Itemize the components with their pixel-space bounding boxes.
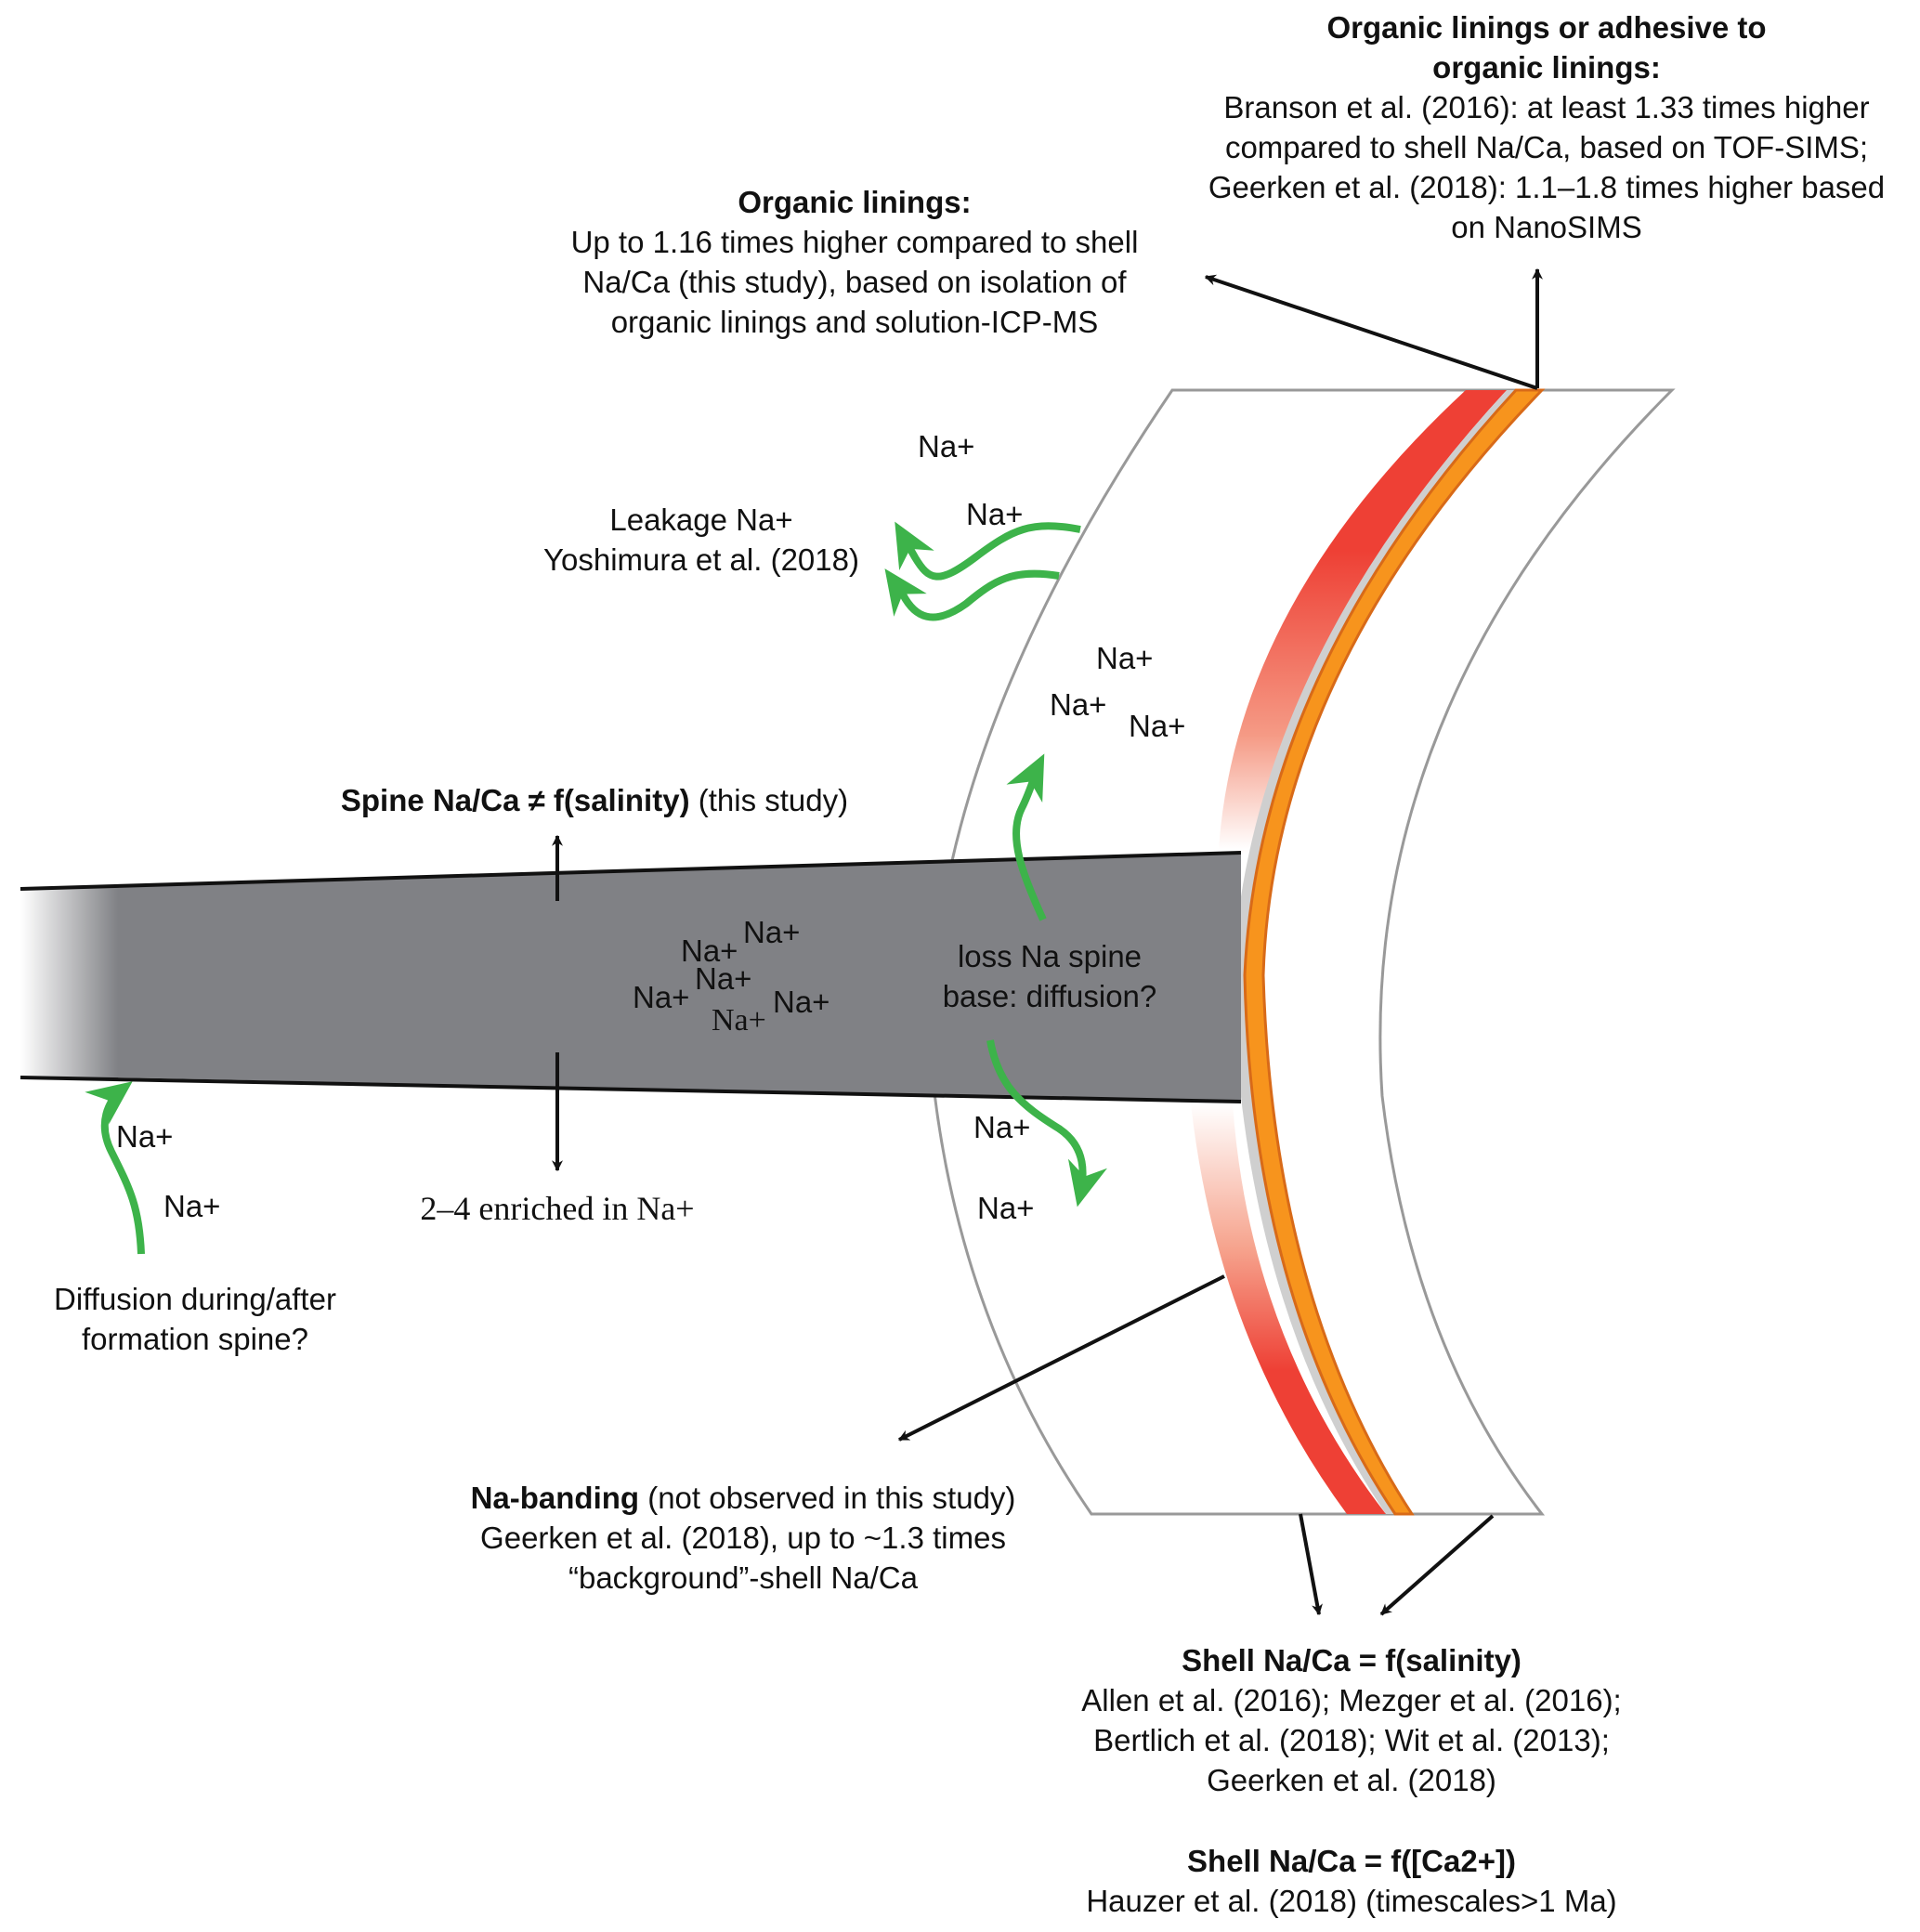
shell-salinity-annotation: Shell Na/Ca = f(salinity) Allen et al. (… (1045, 1640, 1658, 1800)
na-banding-line-1: Na-banding (not observed in this study) (427, 1478, 1059, 1518)
loss-na-line-1: loss Na spine (957, 939, 1143, 973)
shell-calcium-annotation: Shell Na/Ca = f([Ca2+]) Hauzer et al. (2… (1045, 1841, 1658, 1921)
ion-spine-4: Na+ (633, 980, 690, 1014)
organic-linings-annotation: Organic linings: Up to 1.16 times higher… (520, 182, 1189, 342)
organic-adhesive-line-2: compared to shell Na/Ca, based on TOF-SI… (1224, 130, 1869, 164)
spine-salinity-normal: (this study) (689, 783, 849, 817)
leakage-line-1: Leakage Na+ (609, 503, 793, 537)
shell-salinity-line-2: Bertlich et al. (2018); Wit et al. (2013… (1093, 1723, 1610, 1757)
diffusion-line-2: formation spine? (82, 1322, 308, 1356)
organic-adhesive-line-1: Branson et al. (2016): at least 1.33 tim… (1223, 90, 1870, 124)
na-banding-bold: Na-banding (470, 1481, 640, 1515)
ion-spine-3: Na+ (695, 961, 752, 996)
organic-adhesive-title-2: organic linings: (1432, 50, 1661, 85)
spine-top-edge (20, 851, 1242, 891)
arrow-shell-salinity-1 (1299, 1513, 1323, 1616)
ion-left-2: Na+ (163, 1189, 221, 1223)
diffusion-annotation: Diffusion during/after formation spine? (19, 1279, 372, 1359)
diffusion-line-1: Diffusion during/after (54, 1282, 336, 1316)
shell-salinity-line-1: Allen et al. (2016); Mezger et al. (2016… (1081, 1683, 1622, 1717)
leakage-annotation: Leakage Na+ Yoshimura et al. (2018) (520, 500, 882, 580)
ion-shell-cluster-2: Na+ (1050, 687, 1107, 722)
organic-adhesive-line-4: on NanoSIMS (1451, 210, 1642, 244)
na-banding-annotation: Na-banding (not observed in this study) … (427, 1478, 1059, 1598)
na-banding-normal: (not observed in this study) (639, 1481, 1016, 1515)
organic-linings-title: Organic linings: (738, 185, 972, 219)
leakage-line-2: Yoshimura et al. (2018) (543, 542, 859, 577)
green-arrow-leakage-2 (884, 568, 1060, 621)
ion-shell-cluster-1: Na+ (1096, 641, 1154, 675)
ion-shell-cluster-3: Na+ (1129, 709, 1186, 743)
green-arrow-diffusion (85, 1081, 145, 1255)
spine-bottom-edge (20, 1076, 1242, 1103)
spine-fade (20, 887, 118, 1078)
spine-salinity-bold: Spine Na/Ca ≠ f(salinity) (340, 783, 690, 817)
organic-adhesive-title-1: Organic linings or adhesive to (1326, 10, 1767, 45)
organic-linings-line-2: Na/Ca (this study), based on isolation o… (582, 265, 1127, 299)
ion-spine-5: Na+ (773, 985, 830, 1019)
ion-outside-top-1: Na+ (918, 429, 975, 463)
green-arrow-leakage-1 (895, 521, 1081, 581)
spine-salinity-annotation: Spine Na/Ca ≠ f(salinity) (this study) (279, 780, 910, 820)
organic-adhesive-annotation: Organic linings or adhesive to organic l… (1170, 7, 1920, 247)
loss-na-annotation: loss Na spine base: diffusion? (920, 936, 1180, 1016)
loss-na-line-2: base: diffusion? (942, 979, 1157, 1013)
organic-adhesive-line-3: Geerken et al. (2018): 1.1–1.8 times hig… (1208, 170, 1886, 204)
ion-spine-2: Na+ (681, 933, 738, 968)
ion-outside-top-2: Na+ (966, 497, 1024, 531)
ion-spine-6: Na+ (712, 1003, 766, 1038)
green-arrow-spine-out (1006, 753, 1047, 921)
shell-wall (929, 388, 1676, 1516)
arrow-na-banding (897, 1274, 1225, 1442)
organic-linings-line-3: organic linings and solution-ICP-MS (610, 305, 1099, 339)
enriched-annotation: 2–4 enriched in Na+ (420, 1190, 695, 1227)
spine (20, 853, 1241, 1102)
shell-salinity-line-3: Geerken et al. (2018) (1207, 1763, 1496, 1797)
ion-left-1: Na+ (116, 1119, 174, 1154)
na-banding-line-2: Geerken et al. (2018), up to ~1.3 times (480, 1521, 1006, 1555)
shell-calcium-line-1: Hauzer et al. (2018) (timescales>1 Ma) (1086, 1884, 1617, 1918)
na-banding-line-3: “background”-shell Na/Ca (568, 1560, 918, 1595)
ion-spine-1: Na+ (743, 915, 801, 949)
shell-calcium-title: Shell Na/Ca = f([Ca2+]) (1187, 1844, 1516, 1878)
red-band-bottom (1191, 1103, 1386, 1514)
ion-below-spine-1: Na+ (973, 1110, 1031, 1144)
orange-band (1243, 388, 1546, 1516)
arrow-to-organic-linings (1204, 274, 1538, 390)
green-arrow-spine-down (986, 1039, 1107, 1208)
organic-linings-line-1: Up to 1.16 times higher compared to shel… (570, 225, 1139, 259)
shell-salinity-title: Shell Na/Ca = f(salinity) (1182, 1643, 1522, 1677)
ion-below-spine-2: Na+ (977, 1191, 1035, 1225)
arrow-shell-salinity-2 (1379, 1514, 1495, 1616)
